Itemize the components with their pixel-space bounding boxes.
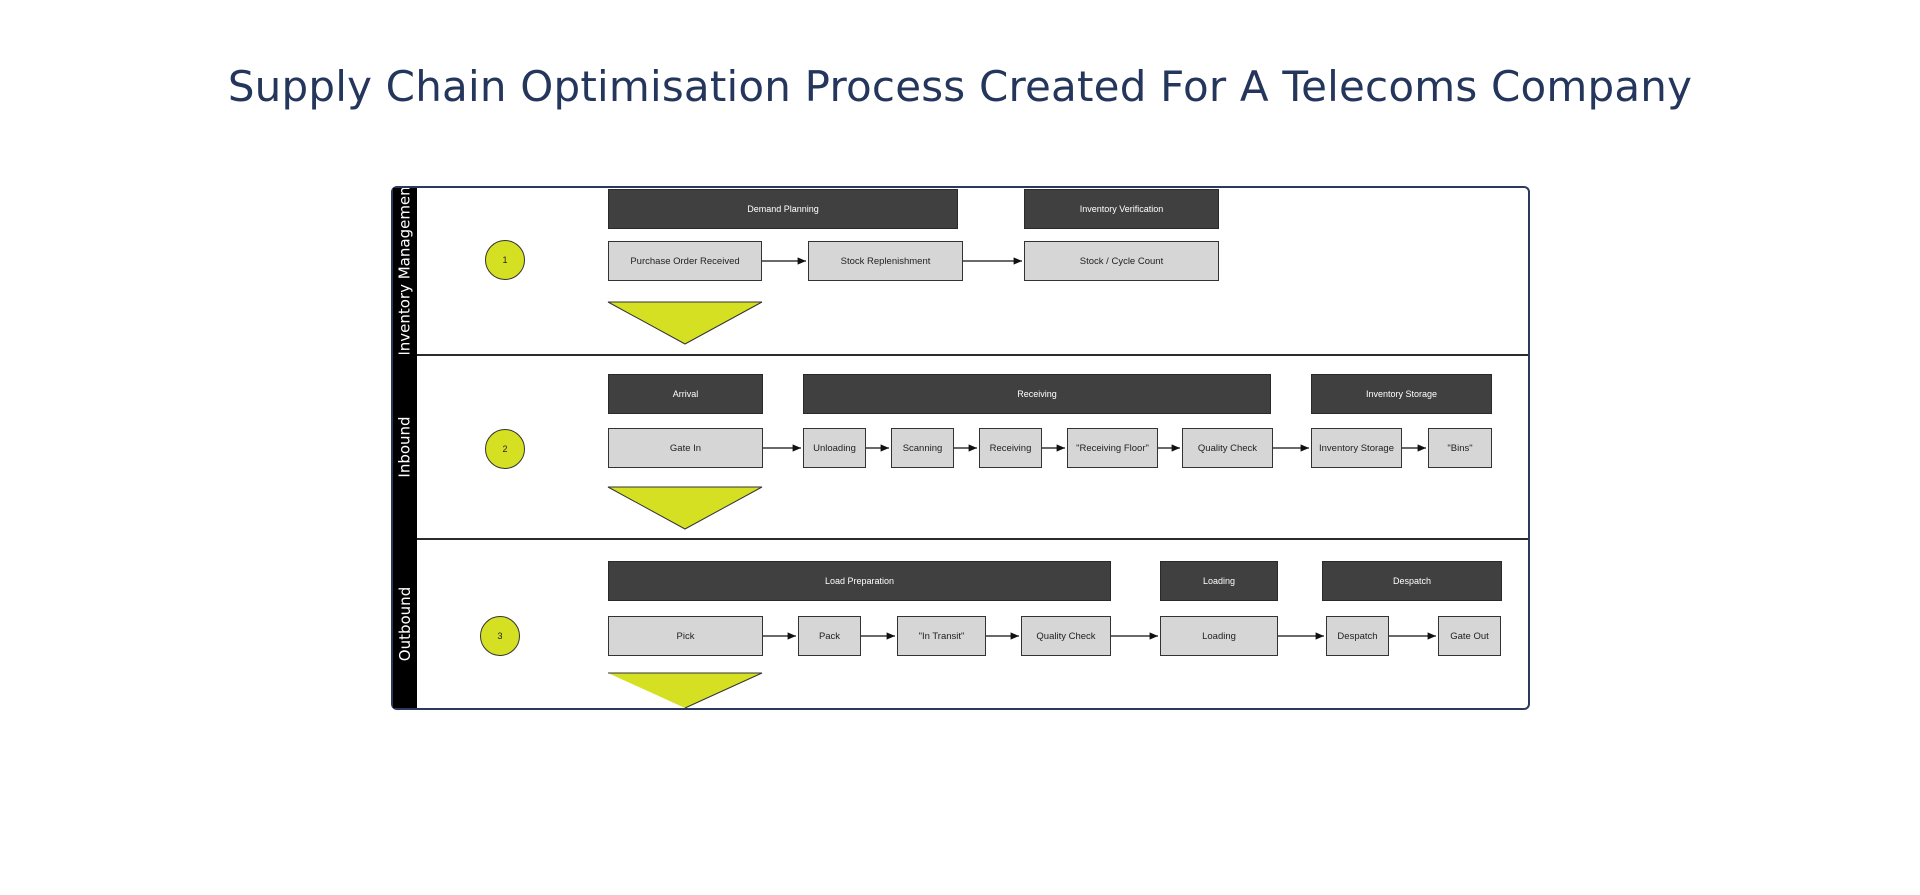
step-gate-out: Gate Out — [1438, 616, 1501, 656]
lane-label-outbound: Outbound — [396, 586, 414, 662]
phase-demand-planning: Demand Planning — [608, 189, 958, 229]
step-gate-in: Gate In — [608, 428, 763, 468]
phase-receiving: Receiving — [803, 374, 1271, 414]
step-number-circle: 3 — [480, 616, 520, 656]
down-triangle-marker — [608, 487, 762, 529]
step-quality-check: Quality Check — [1182, 428, 1273, 468]
lane-divider — [417, 354, 1528, 356]
lane-bar — [393, 188, 417, 708]
down-triangle-marker — [608, 302, 762, 344]
step-number-circle: 1 — [485, 240, 525, 280]
phase-despatch: Despatch — [1322, 561, 1502, 601]
phase-arrival: Arrival — [608, 374, 763, 414]
lane-label-inbound: Inbound — [396, 416, 415, 478]
step-stock-cycle-count: Stock / Cycle Count — [1024, 241, 1219, 281]
phase-loading: Loading — [1160, 561, 1278, 601]
phase-inventory-storage: Inventory Storage — [1311, 374, 1492, 414]
page-title: Supply Chain Optimisation Process Create… — [227, 62, 1693, 111]
down-triangle-marker — [608, 673, 762, 708]
step-loading: Loading — [1160, 616, 1278, 656]
step-inventory-storage: Inventory Storage — [1311, 428, 1402, 468]
step-despatch: Despatch — [1326, 616, 1389, 656]
step-receiving: Receiving — [979, 428, 1042, 468]
step-stock-replenishment: Stock Replenishment — [808, 241, 963, 281]
phase-inventory-verification: Inventory Verification — [1024, 189, 1219, 229]
step-bins: "Bins" — [1428, 428, 1492, 468]
step-purchase-order-received: Purchase Order Received — [608, 241, 762, 281]
step-in-transit: "In Transit" — [897, 616, 986, 656]
phase-load-preparation: Load Preparation — [608, 561, 1111, 601]
step-scanning: Scanning — [891, 428, 954, 468]
lane-divider — [417, 538, 1528, 540]
step-receiving-floor: "Receiving Floor" — [1067, 428, 1158, 468]
step-quality-check: Quality Check — [1021, 616, 1111, 656]
step-pick: Pick — [608, 616, 763, 656]
step-pack: Pack — [798, 616, 861, 656]
step-number-circle: 2 — [485, 429, 525, 469]
step-unloading: Unloading — [803, 428, 866, 468]
lane-label-inventory-management: Inventory Managemen — [396, 188, 414, 354]
